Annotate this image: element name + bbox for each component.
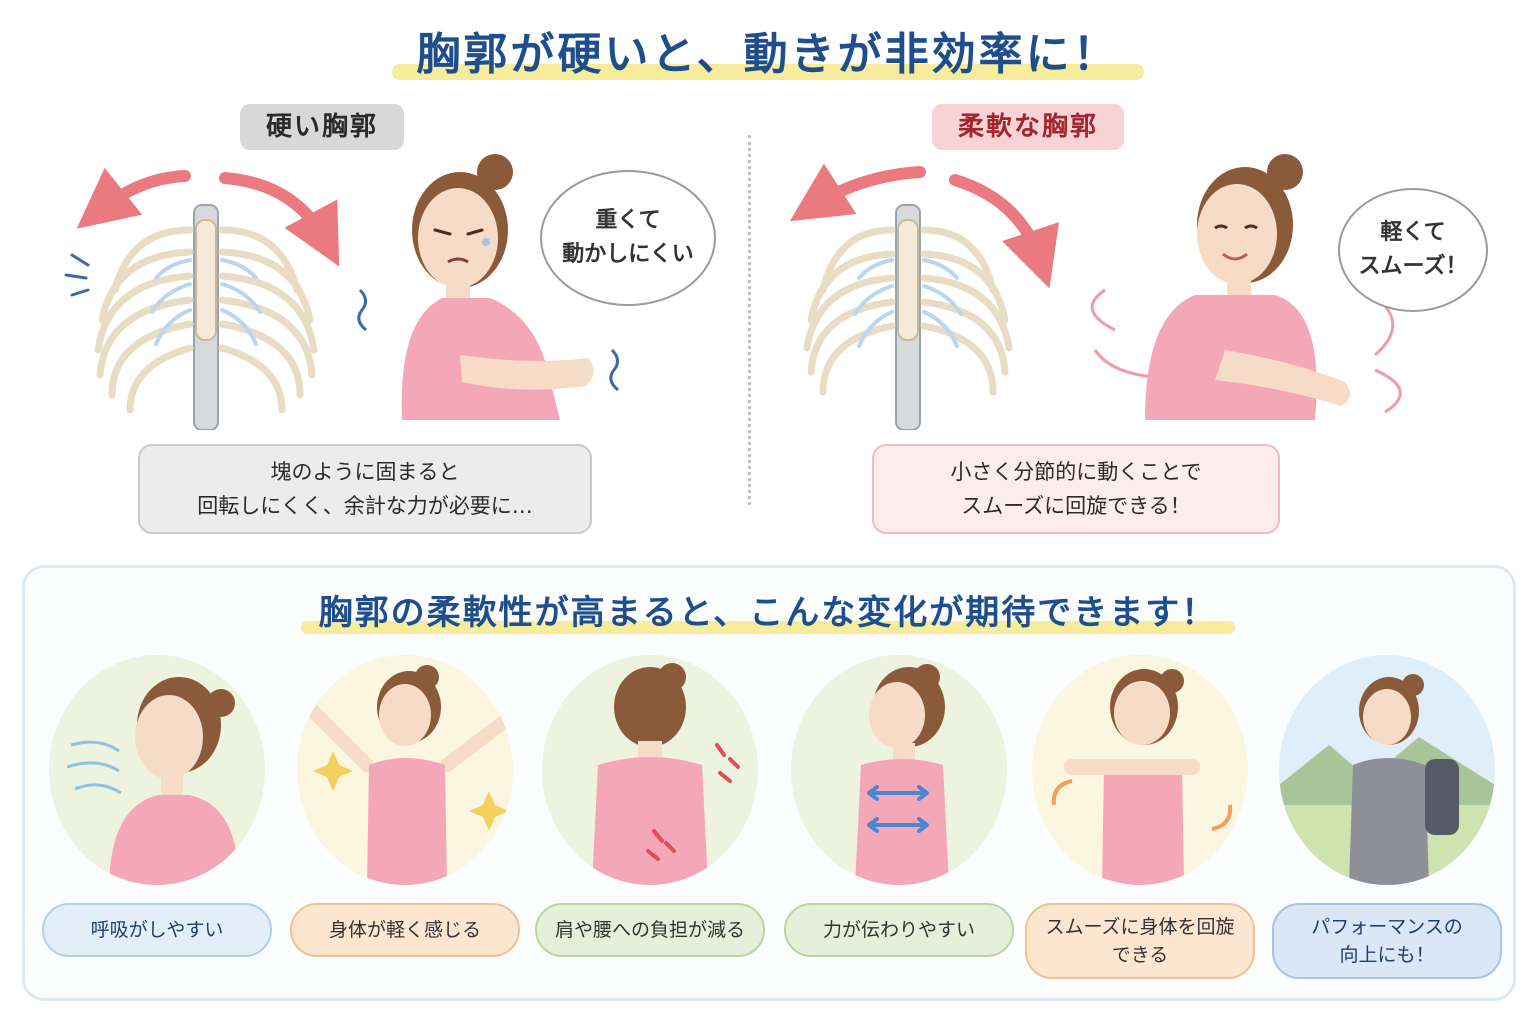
benefit-shoulder-back: 肩や腰への負担が減る — [535, 655, 765, 985]
stiff-caption-text: 塊のように固まると 回転しにくく、余計な力が必要に… — [197, 460, 533, 518]
shoulder-back-relief-icon — [542, 655, 758, 885]
benefit-performance-label: パフォーマンスの 向上にも！ — [1272, 903, 1502, 979]
flexible-speech-text: 軽くて スムーズ！ — [1358, 220, 1468, 279]
benefit-light-body: 身体が軽く感じる — [290, 655, 520, 985]
hiking-performance-icon — [1279, 655, 1495, 885]
breathing-icon — [49, 655, 265, 885]
stiff-speech-bubble: 重くて 動かしにくい — [540, 170, 716, 306]
benefit-shoulder-back-label: 肩や腰への負担が減る — [535, 903, 765, 957]
benefits-title: 胸郭の柔軟性が高まると、こんな変化が期待できます！ — [300, 585, 1236, 634]
benefit-breathing: 呼吸がしやすい — [42, 655, 272, 985]
light-body-icon — [297, 655, 513, 885]
flexible-caption-text: 小さく分節的に動くことで スムーズに回旋できる！ — [950, 460, 1202, 518]
power-transfer-icon — [791, 655, 1007, 885]
benefit-light-body-label: 身体が軽く感じる — [290, 903, 520, 957]
section-divider — [748, 135, 751, 505]
benefit-power-transfer: 力が伝わりやすい — [784, 655, 1014, 985]
flexible-speech-bubble: 軽くて スムーズ！ — [1338, 188, 1488, 312]
stiff-woman-figure — [357, 154, 619, 420]
main-title-wrap: 胸郭が硬いと、動きが非効率に！ — [0, 18, 1536, 82]
benefit-performance: パフォーマンスの 向上にも！ — [1272, 655, 1502, 985]
benefits-title-wrap: 胸郭の柔軟性が高まると、こんな変化が期待できます！ — [0, 585, 1536, 634]
flexible-caption-box: 小さく分節的に動くことで スムーズに回旋できる！ — [872, 444, 1280, 534]
benefit-power-transfer-label: 力が伝わりやすい — [784, 903, 1014, 957]
flexible-woman-figure — [1090, 154, 1402, 420]
rotation-icon — [1032, 655, 1248, 885]
stiff-ribcage-label: 硬い胸郭 — [240, 104, 405, 150]
stiff-ribcage-icon — [64, 167, 340, 430]
benefit-rotation-label: スムーズに身体を回旋 できる — [1025, 903, 1255, 979]
benefit-rotation: スムーズに身体を回旋 できる — [1025, 655, 1255, 985]
benefit-breathing-label: 呼吸がしやすい — [42, 903, 272, 957]
stiff-speech-text: 重くて 動かしにくい — [562, 208, 694, 267]
stiff-caption-box: 塊のように固まると 回転しにくく、余計な力が必要に… — [138, 444, 592, 534]
flexible-ribcage-label: 柔軟な胸郭 — [932, 104, 1125, 150]
flexible-ribcage-icon — [789, 163, 1059, 430]
main-title: 胸郭が硬いと、動きが非効率に！ — [392, 18, 1144, 82]
